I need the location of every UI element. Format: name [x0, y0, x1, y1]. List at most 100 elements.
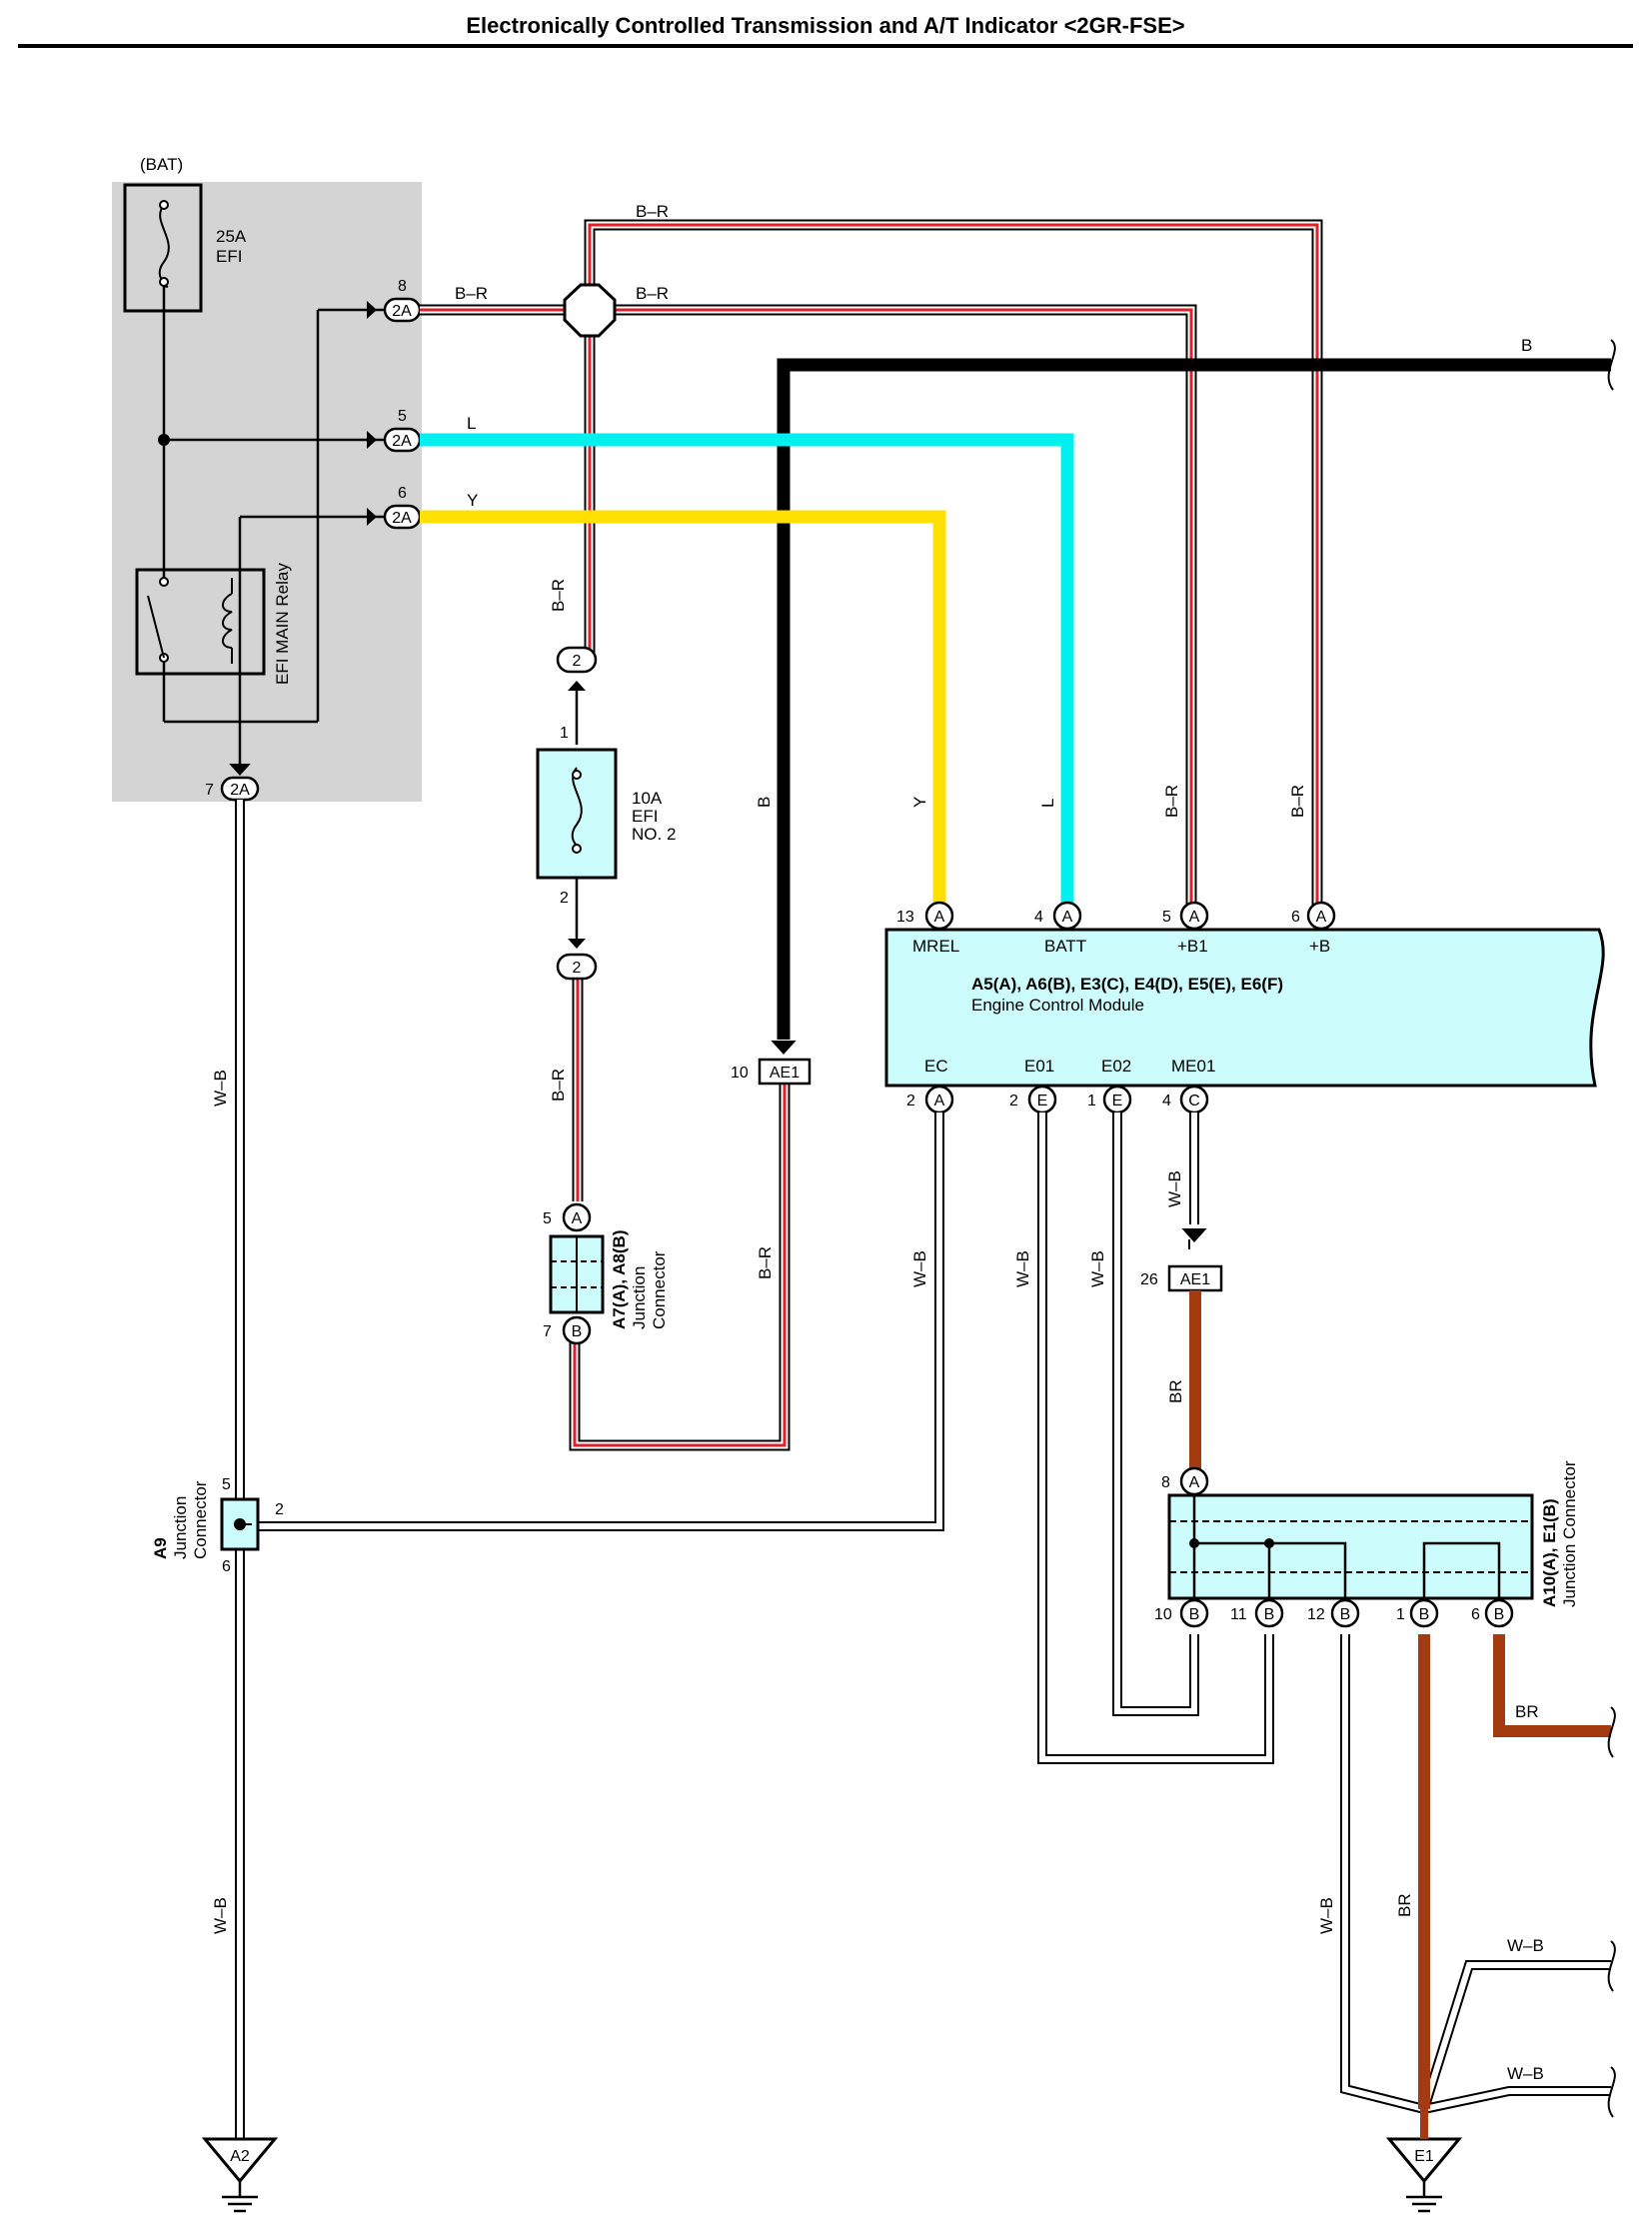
- ground-e1: E1: [1385, 2137, 1463, 2213]
- svg-text:26: 26: [1140, 1271, 1158, 1288]
- fuse-terminal: [572, 844, 582, 854]
- junction-a10-e1: A 8: [1161, 1466, 1534, 1600]
- junction-a7-a8-label: A7(A), A8(B): [610, 1230, 629, 1329]
- svg-text:6: 6: [1471, 1606, 1480, 1623]
- fuse-efi-no2-name2: NO. 2: [632, 825, 676, 844]
- fuse-efi-rating: 25A: [216, 227, 247, 246]
- wire-label-w-b: W–B: [910, 1250, 929, 1287]
- svg-text:1: 1: [1087, 1093, 1096, 1109]
- svg-text:4: 4: [1162, 1093, 1171, 1109]
- svg-text:ME01: ME01: [1171, 1057, 1215, 1076]
- wire-break: [1607, 339, 1616, 391]
- svg-text:12: 12: [1307, 1606, 1325, 1623]
- junction-a9-label: Junction: [171, 1496, 190, 1559]
- svg-text:+B: +B: [1309, 937, 1330, 956]
- svg-text:MREL: MREL: [912, 937, 959, 956]
- wire-label-y: Y: [467, 491, 478, 510]
- fuse-terminal: [572, 770, 582, 780]
- svg-text:4: 4: [1034, 909, 1043, 926]
- svg-text:B: B: [1340, 1606, 1351, 1623]
- svg-text:2A: 2A: [230, 782, 250, 799]
- svg-text:E: E: [1112, 1093, 1123, 1109]
- svg-text:AE1: AE1: [1180, 1271, 1210, 1288]
- wire-label-b: B: [1521, 336, 1532, 355]
- junction-a9-code: A9: [151, 1537, 170, 1559]
- splice-point: [158, 434, 170, 446]
- fuse-pin-top: 1: [560, 725, 569, 742]
- svg-text:B: B: [1189, 1606, 1200, 1623]
- svg-text:B: B: [1494, 1606, 1505, 1623]
- a10-pin-11: B 11: [1230, 1598, 1284, 1628]
- svg-text:6: 6: [1291, 909, 1300, 926]
- junction-a10-e1-label: A10(A), E1(B): [1540, 1498, 1559, 1607]
- wire-label-w-b: W–B: [211, 1070, 230, 1107]
- svg-text:+B1: +B1: [1177, 937, 1208, 956]
- svg-text:5: 5: [222, 1476, 231, 1493]
- svg-text:6: 6: [398, 485, 407, 502]
- relay-contact: [159, 577, 169, 587]
- connector-2a-pin7: 2A 7: [205, 764, 260, 802]
- wire-label-b: B: [755, 797, 774, 808]
- ecm-subtitle: Engine Control Module: [971, 996, 1144, 1015]
- bat-label: (BAT): [140, 155, 183, 174]
- wire-label-b-r: B–R: [455, 284, 488, 303]
- svg-text:2: 2: [573, 653, 582, 670]
- junction-a9: 5 2 6: [220, 1476, 284, 1575]
- svg-text:AE1: AE1: [770, 1065, 800, 1082]
- ecm-pin-batt: A 4 BATT: [1034, 901, 1086, 956]
- svg-text:E1: E1: [1414, 2148, 1434, 2165]
- fuse-efi-no2-name: EFI: [632, 807, 658, 826]
- svg-text:A: A: [1189, 1474, 1200, 1491]
- svg-text:C: C: [1188, 1093, 1200, 1109]
- wire-w-b: [235, 800, 1611, 2139]
- svg-text:EC: EC: [924, 1057, 948, 1076]
- svg-text:B: B: [572, 1323, 583, 1340]
- wire-label-b-r: B–R: [549, 579, 568, 612]
- a10-pin-10: B 10: [1154, 1598, 1209, 1628]
- wire-label-b-r: B–R: [1288, 785, 1307, 818]
- ecm-pin-e02: E02 E 1: [1087, 1057, 1132, 1114]
- junction-a7-a8-label3: Connector: [650, 1250, 669, 1329]
- splice-octagon: [563, 283, 617, 338]
- svg-text:E: E: [1037, 1093, 1048, 1109]
- ecm-title: A5(A), A6(B), E3(C), E4(D), E5(E), E6(F): [971, 975, 1283, 994]
- wire-label-b-r: B–R: [1162, 785, 1181, 818]
- svg-text:A: A: [1189, 909, 1200, 926]
- a10-pin-1: B 1: [1396, 1598, 1439, 1628]
- relay-switch: [147, 595, 165, 659]
- wire-b: [777, 358, 1611, 1040]
- wire-label-w-b: W–B: [1165, 1170, 1184, 1207]
- svg-text:BATT: BATT: [1044, 937, 1086, 956]
- svg-text:A: A: [934, 909, 945, 926]
- wire-br: [1189, 1290, 1611, 2109]
- junction-a9-label2: Connector: [191, 1480, 210, 1559]
- wire-label-w-b: W–B: [1507, 1936, 1544, 1955]
- svg-text:E01: E01: [1024, 1057, 1054, 1076]
- relay-label: EFI MAIN Relay: [273, 563, 292, 685]
- connector-2-bottom: 2: [556, 939, 598, 981]
- ecm-pin-b1: A 5 +B1: [1162, 901, 1209, 956]
- svg-text:B: B: [1264, 1606, 1275, 1623]
- fuse-pin-bottom: 2: [560, 890, 569, 907]
- fuse-efi-name: EFI: [216, 247, 242, 266]
- svg-text:2A: 2A: [392, 303, 412, 320]
- svg-text:A2: A2: [230, 2148, 250, 2165]
- svg-text:A: A: [572, 1210, 583, 1227]
- svg-text:11: 11: [1230, 1606, 1247, 1623]
- svg-text:A: A: [934, 1093, 945, 1109]
- svg-text:13: 13: [896, 909, 914, 926]
- junction-a7-a8-label2: Junction: [630, 1266, 649, 1329]
- svg-text:2: 2: [1009, 1093, 1018, 1109]
- wire-break: [1607, 2066, 1616, 2118]
- wire-break: [1607, 1706, 1616, 1758]
- svg-text:B: B: [1419, 1606, 1430, 1623]
- wire-label-w-b: W–B: [1507, 2064, 1544, 2083]
- connector-2-top: 2: [556, 646, 598, 691]
- wire-break: [1607, 1940, 1616, 1992]
- wire-l: [420, 433, 1074, 904]
- svg-text:5: 5: [543, 1210, 552, 1227]
- svg-text:10: 10: [1154, 1606, 1172, 1623]
- wire-label-w-b: W–B: [1013, 1250, 1032, 1287]
- svg-text:A: A: [1062, 909, 1073, 926]
